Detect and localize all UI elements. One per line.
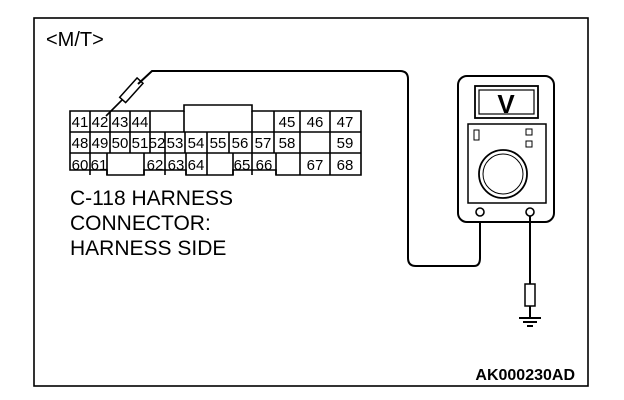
positive-probe — [105, 70, 481, 267]
pin-label: 55 — [210, 135, 227, 152]
transmission-mode-label: <M/T> — [46, 29, 104, 51]
connector-row-1: 41 42 43 44 45 46 47 — [72, 114, 354, 131]
meter-display-inner — [478, 89, 535, 115]
pin-label: 66 — [256, 157, 273, 174]
pin-label: 57 — [255, 135, 272, 152]
diagram-frame — [33, 17, 589, 387]
figure-code: AK000230AD — [475, 367, 575, 384]
connector-caption: C-118 HARNESS CONNECTOR: HARNESS SIDE — [70, 187, 233, 260]
ground-probe-icon — [524, 283, 536, 307]
pin-label: 42 — [92, 114, 109, 131]
pin-label: 65 — [234, 157, 251, 174]
connector-row-2: 48 49 50 51 52 53 54 55 56 57 58 59 — [72, 135, 354, 152]
meter-small-button-icon — [473, 129, 480, 141]
volt-jack-icon — [525, 207, 535, 217]
pin-label: 48 — [72, 135, 89, 152]
pin-label: 44 — [132, 114, 149, 131]
pin-label: 47 — [337, 114, 354, 131]
meter-small-button-icon — [525, 128, 533, 136]
pin-label: 62 — [147, 157, 164, 174]
pin-label: 58 — [279, 135, 296, 152]
caption-line: C-118 HARNESS — [70, 187, 233, 210]
pin-label: 60 — [72, 157, 89, 174]
pin-label: 45 — [279, 114, 296, 131]
pin-label: 46 — [307, 114, 324, 131]
pin-label: 67 — [307, 157, 324, 174]
pin-label: 51 — [132, 135, 149, 152]
pin-label: 54 — [188, 135, 205, 152]
com-jack-icon — [475, 207, 485, 217]
positive-lead-wire — [137, 70, 481, 267]
pin-label: 52 — [149, 135, 166, 152]
pin-label: 50 — [112, 135, 129, 152]
pin-label: 56 — [232, 135, 249, 152]
caption-line: CONNECTOR: — [70, 212, 211, 235]
pin-label: 53 — [167, 135, 184, 152]
caption-line: HARNESS SIDE — [70, 237, 226, 260]
pin-label: 43 — [112, 114, 129, 131]
pin-label: 64 — [188, 157, 205, 174]
pin-label: 49 — [92, 135, 109, 152]
pin-label: 61 — [91, 157, 108, 174]
pin-label: 63 — [168, 157, 185, 174]
meter-small-button-icon — [525, 140, 533, 148]
connector-row-3: 60 61 62 63 64 65 66 67 68 — [72, 157, 354, 174]
probe-body-icon — [118, 76, 145, 104]
voltmeter: V — [457, 75, 555, 223]
c118-connector — [69, 104, 362, 176]
meter-display-symbol: V — [497, 89, 515, 119]
pin-label: 68 — [337, 157, 354, 174]
pin-label: 59 — [337, 135, 354, 152]
meter-dial-inner — [482, 153, 524, 195]
pin-label: 41 — [72, 114, 89, 131]
ground-lead — [519, 216, 541, 327]
